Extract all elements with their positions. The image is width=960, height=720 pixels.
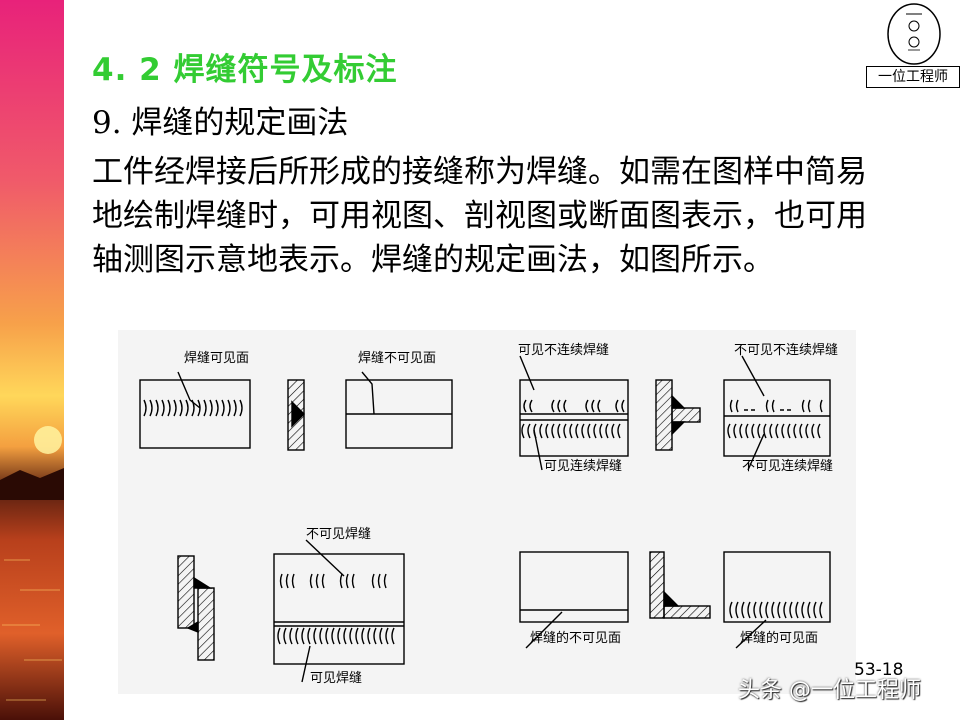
logo-seal xyxy=(887,3,941,65)
label-invisible-weld: 焊缝不可见面 xyxy=(358,350,436,366)
label-invisible-weld-seam: 不可见焊缝 xyxy=(306,526,371,542)
label-visible-weld-seam: 可见焊缝 xyxy=(310,670,362,686)
logo-caption: 一位工程师 xyxy=(866,66,960,88)
slide-subtitle: 9. 焊缝的规定画法 xyxy=(92,105,349,141)
label-visible-intermittent: 可见不连续焊缝 xyxy=(518,342,609,358)
weld-drawing-figure: 焊缝可见面 焊缝不可见面 可见不连续焊缝 不可见不连续焊缝 可见连续焊缝 不可见… xyxy=(118,330,856,694)
footer-watermark: 头条 @一位工程师 xyxy=(738,678,921,703)
label-invisible-intermittent: 不可见不连续焊缝 xyxy=(734,342,838,358)
visible-weld-arcs xyxy=(143,399,243,417)
label-invisible-continuous: 不可见连续焊缝 xyxy=(742,458,833,474)
watermark-left xyxy=(66,0,155,50)
sunset-decoration xyxy=(0,0,64,720)
label-weld-invisible-face: 焊缝的不可见面 xyxy=(530,630,621,646)
label-visible-continuous: 可见连续焊缝 xyxy=(544,458,622,474)
slide-title: 4. 2 焊缝符号及标注 xyxy=(92,52,398,88)
page-number: 53-18 xyxy=(854,660,904,680)
label-weld-visible-face: 焊缝的可见面 xyxy=(740,630,818,646)
slide-paragraph: 工件经焊接后所形成的接缝称为焊缝。如需在图样中简易地绘制焊缝时，可用视图、剖视图… xyxy=(92,154,867,278)
label-visible-weld: 焊缝可见面 xyxy=(184,350,249,366)
plate-front-view xyxy=(139,379,251,449)
